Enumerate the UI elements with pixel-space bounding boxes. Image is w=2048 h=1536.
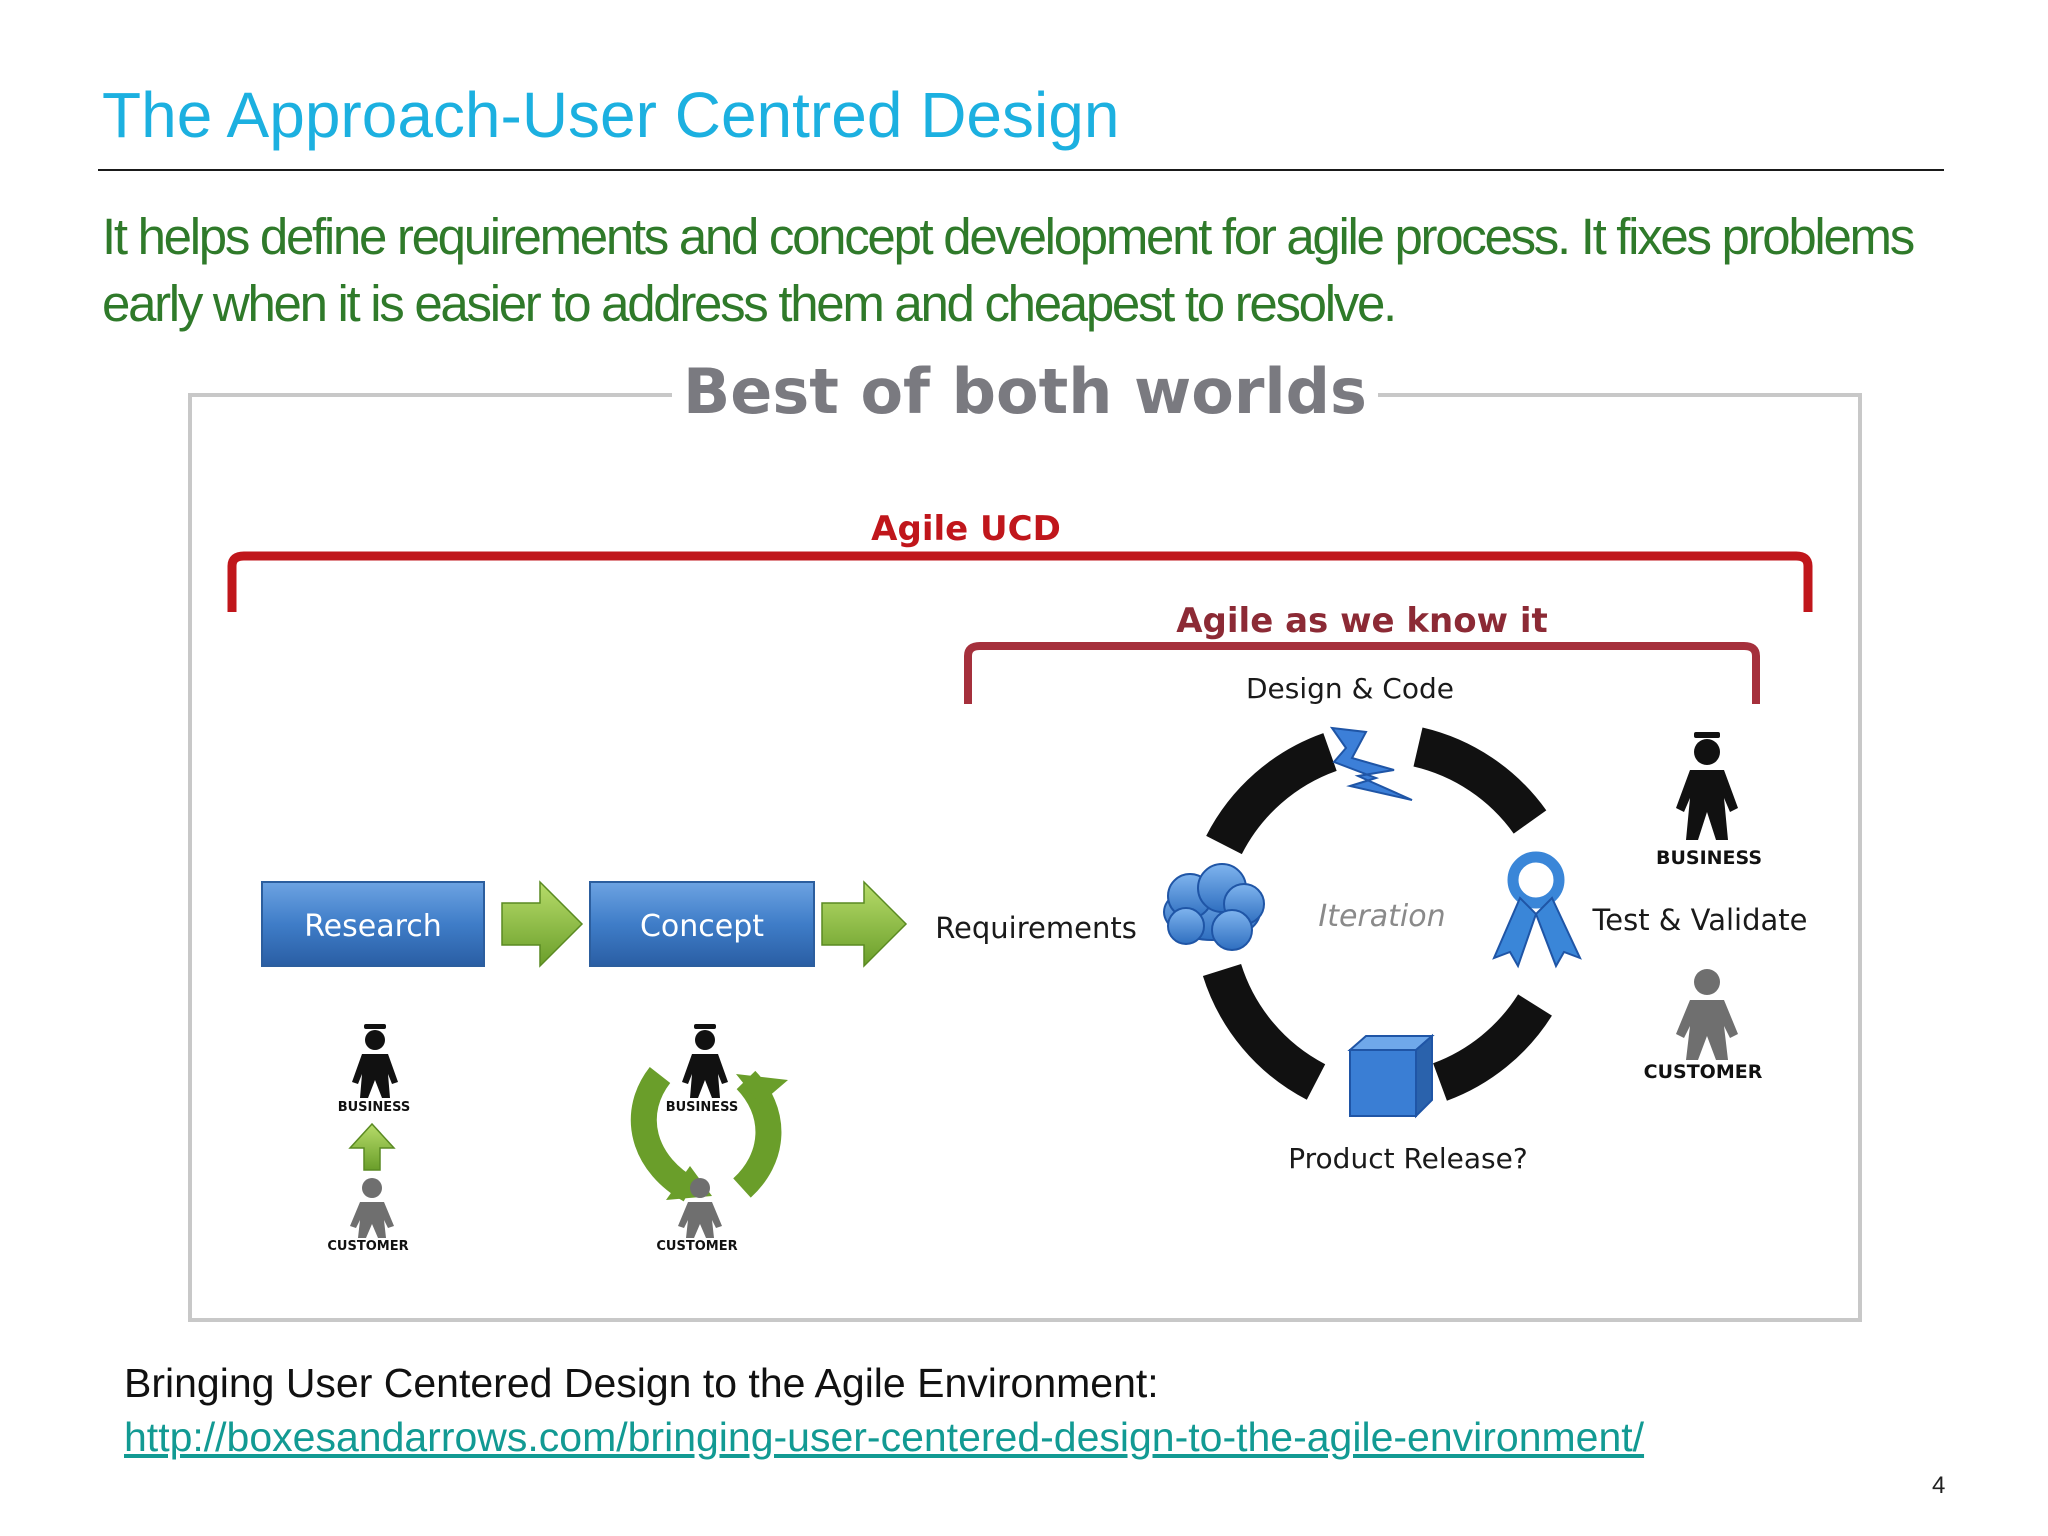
business-label: BUSINESS: [1656, 847, 1762, 869]
cloud-icon: [1163, 863, 1265, 951]
customer-person-icon: [1676, 969, 1738, 1060]
research-box: Research: [261, 881, 485, 967]
research-label: Research: [304, 909, 442, 944]
agile-known-bracket: [964, 642, 1760, 704]
agile-ucd-label: Agile UCD: [871, 509, 1061, 549]
slide-subtitle: It helps define requirements and concept…: [102, 208, 1915, 332]
concept-customer-icon: [678, 1178, 722, 1238]
research-up-arrow: [348, 1122, 396, 1171]
frame-title: Best of both worlds: [683, 355, 1367, 428]
product-release-label: Product Release?: [1288, 1142, 1527, 1175]
test-validate-label: Test & Validate: [1591, 903, 1807, 937]
arrow-concept-to-requirements: [821, 880, 908, 968]
source-text: Bringing User Centered Design to the Agi…: [124, 1360, 1159, 1406]
customer-label: CUSTOMER: [1644, 1061, 1763, 1083]
research-business-label: BUSINESS: [338, 1100, 411, 1115]
concept-business-label: BUSINESS: [666, 1100, 739, 1115]
concept-cycle-arrows: [630, 1066, 788, 1202]
concept-box: Concept: [589, 881, 815, 967]
business-person-icon: [1676, 732, 1738, 840]
page-number: 4: [1932, 1472, 1946, 1499]
research-customer-label: CUSTOMER: [327, 1239, 408, 1254]
source-link[interactable]: http://boxesandarrows.com/bringing-user-…: [124, 1414, 1645, 1460]
source-caption: Bringing User Centered Design to the Agi…: [124, 1356, 1644, 1464]
title-divider: [98, 169, 1944, 171]
slide-title: The Approach-User Centred Design: [102, 79, 1120, 151]
concept-label: Concept: [640, 909, 764, 944]
concept-business-icon: [682, 1024, 728, 1098]
agile-ucd-bracket: [227, 551, 1813, 612]
research-customer-icon: [350, 1178, 394, 1238]
agile-known-label: Agile as we know it: [1176, 601, 1548, 641]
diagram-frame: [188, 393, 1862, 1322]
iteration-cycle: [1202, 727, 1552, 1101]
arrow-research-to-concept: [501, 880, 584, 968]
product-cube-icon: [1347, 1033, 1435, 1119]
design-code-label: Design & Code: [1246, 672, 1454, 705]
concept-customer-label: CUSTOMER: [656, 1239, 737, 1254]
lightning-icon: [1329, 726, 1413, 801]
requirements-label: Requirements: [935, 911, 1137, 945]
research-business-icon: [352, 1024, 398, 1098]
ribbon-icon: [1492, 851, 1582, 969]
iteration-label: Iteration: [1318, 899, 1445, 934]
